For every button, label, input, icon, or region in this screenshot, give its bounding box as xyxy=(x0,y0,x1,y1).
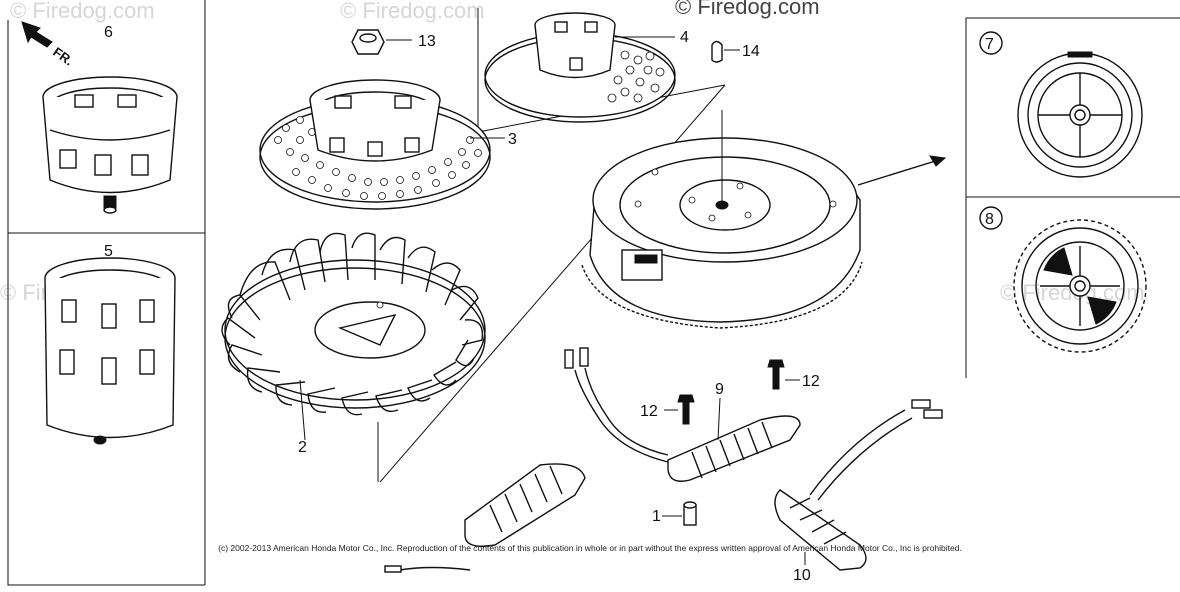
screen-grid-part-4 xyxy=(484,12,676,123)
callout-14: 14 xyxy=(742,43,760,60)
callout-3: 3 xyxy=(508,131,517,148)
callout-10: 10 xyxy=(793,567,811,584)
bolt-part-12 xyxy=(767,359,800,390)
callout-12: 12 xyxy=(802,373,820,390)
charge-coil-part-9 xyxy=(564,347,801,482)
callout-2: 2 xyxy=(298,439,307,456)
detail-arrow-icon xyxy=(857,155,947,186)
front-label: FR. xyxy=(50,44,76,68)
nut-part-13 xyxy=(351,29,412,55)
callout-7: 7 xyxy=(985,36,994,53)
callout-9: 9 xyxy=(715,381,724,398)
callout-8: 8 xyxy=(985,211,994,228)
callout-6: 6 xyxy=(104,24,113,41)
cooling-fan-part-2 xyxy=(221,232,486,441)
callout-5: 5 xyxy=(104,243,113,260)
cooling-cup-part-6 xyxy=(42,76,178,214)
copyright-notice: (c) 2002-2013 American Honda Motor Co., … xyxy=(218,543,962,553)
callout-12: 12 xyxy=(640,403,658,420)
front-arrow-icon: FR. xyxy=(21,21,76,68)
watermark-top: © Firedog.com xyxy=(675,0,820,19)
callout-13: 13 xyxy=(418,33,436,50)
watermark: © Firedog.com xyxy=(340,0,485,23)
bolt-part-12 xyxy=(664,394,695,425)
coil-assembly xyxy=(384,463,586,573)
screen-grid-part-3 xyxy=(259,79,505,210)
collar-part-1 xyxy=(662,501,697,526)
flywheel xyxy=(581,110,863,329)
watermark: © Firedog.com xyxy=(10,0,155,23)
callout-1: 1 xyxy=(652,508,661,525)
detail-part-7 xyxy=(979,31,1143,178)
key-part-14 xyxy=(711,40,740,63)
cooling-cup-part-5 xyxy=(44,257,176,445)
detail-part-8 xyxy=(979,206,1147,353)
callout-4: 4 xyxy=(680,29,689,46)
charge-coil-part-10 xyxy=(774,399,943,571)
